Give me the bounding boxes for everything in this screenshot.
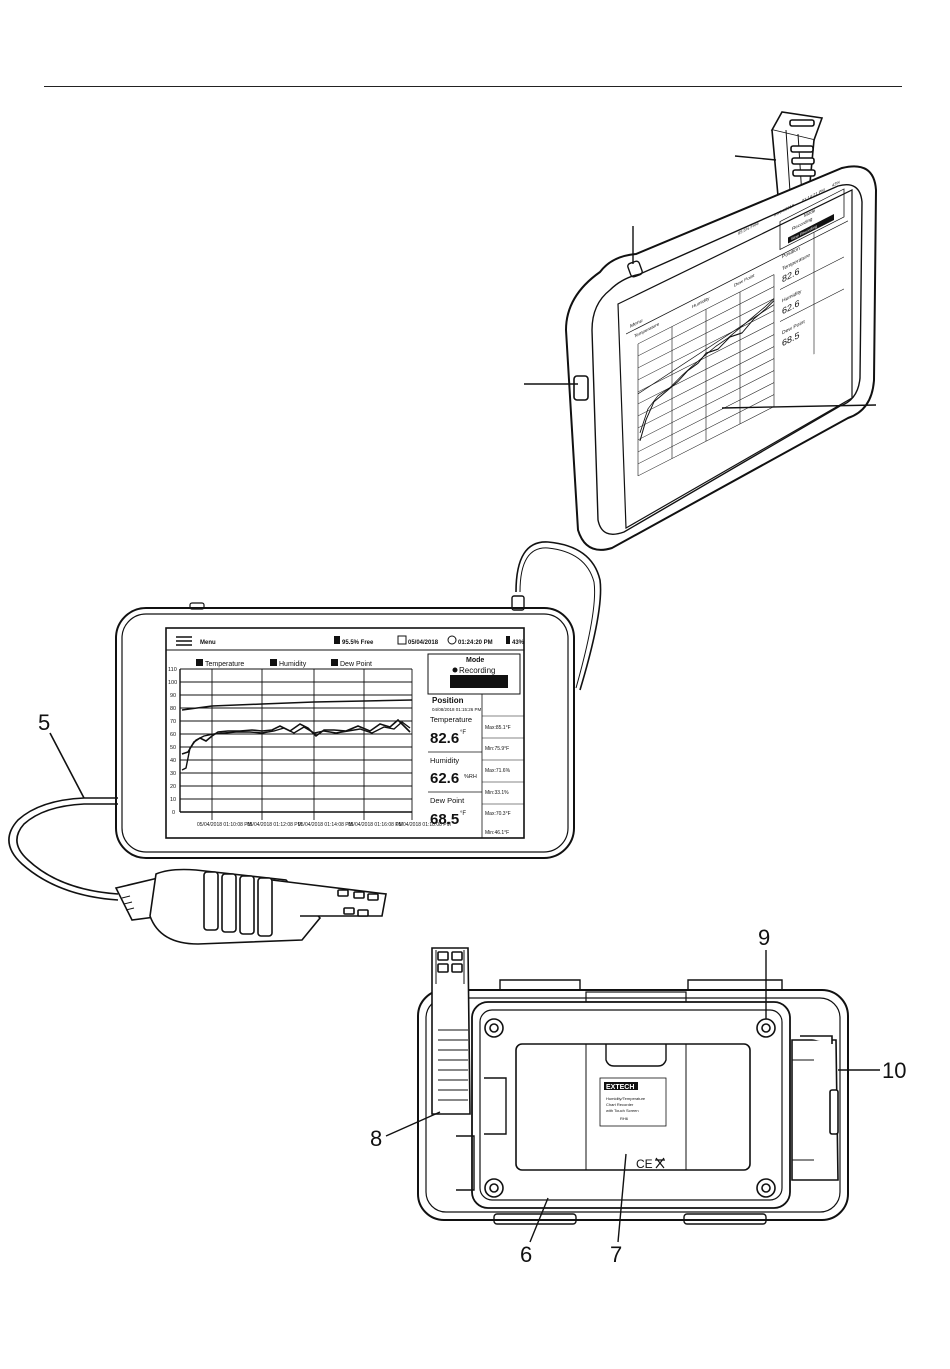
front-max-dew: Max:70.3°F xyxy=(485,811,511,817)
back-probe xyxy=(431,947,471,1115)
front-hum-value: 62.6 xyxy=(430,770,459,787)
callout-8: 8 xyxy=(370,1126,382,1151)
front-legend-temp: Temperature xyxy=(205,661,244,668)
battery-cover xyxy=(515,1043,751,1171)
back-device: EXTECH Humidity/Temperature Chart Record… xyxy=(385,947,880,1243)
ce-mark: CE xyxy=(636,1157,653,1171)
tilted-device: Menu 95.5% Free 05/04/2018 01:14:21 PM 4… xyxy=(515,111,878,691)
front-min-temp: Min:75.9°F xyxy=(485,746,509,752)
front-mode-title: Mode xyxy=(466,657,484,664)
front-hum-unit: %RH xyxy=(464,774,477,780)
front-dewpoint-line xyxy=(181,721,411,771)
y-tick: 0 xyxy=(172,810,175,816)
callout-9: 9 xyxy=(758,925,770,950)
callout-10: 10 xyxy=(882,1058,906,1083)
y-tick: 90 xyxy=(170,693,176,699)
y-tick: 30 xyxy=(170,771,176,777)
y-tick: 20 xyxy=(170,784,176,790)
back-screws xyxy=(484,1018,776,1198)
front-dew-label: Dew Point xyxy=(430,796,465,805)
tilted-battery: 43% xyxy=(832,179,840,188)
front-temp-label: Temperature xyxy=(430,715,472,724)
front-min-hum: Min:33.1% xyxy=(485,790,509,796)
y-tick: 70 xyxy=(170,719,176,725)
y-tick: 100 xyxy=(168,680,177,686)
front-storage: 95.5% Free xyxy=(342,640,374,646)
front-legend-hum: Humidity xyxy=(279,661,307,668)
front-chart-grid xyxy=(179,668,413,820)
front-temp-unit: °F xyxy=(460,730,466,736)
front-stop-button xyxy=(450,675,508,688)
front-dew-value: 68.5 xyxy=(430,811,459,828)
y-tick: 10 xyxy=(170,797,176,803)
y-tick: 40 xyxy=(170,758,176,764)
y-tick: 110 xyxy=(168,667,177,673)
front-date: 05/04/2018 xyxy=(408,640,439,646)
front-probe xyxy=(114,868,387,945)
front-mode-status: Recording xyxy=(459,666,495,675)
front-dew-unit: °F xyxy=(460,811,466,817)
front-hum-label: Humidity xyxy=(430,756,459,765)
kickstand xyxy=(791,1035,839,1181)
product-label xyxy=(599,1077,667,1127)
y-tick: 50 xyxy=(170,745,176,751)
label-line3: with Touch Screen xyxy=(606,1108,639,1113)
front-menu: Menu xyxy=(200,640,216,646)
probe-cable xyxy=(8,732,119,901)
x-tick: 05/04/2018 01:18:08 PM xyxy=(396,822,451,828)
x-tick: 05/04/2018 01:14:08 PM xyxy=(298,822,353,828)
label-line1: Humidity/Temperature xyxy=(606,1096,646,1101)
tilted-mode-title: Mode xyxy=(804,208,816,220)
tilted-side-port xyxy=(573,375,589,401)
callout-6: 6 xyxy=(520,1242,532,1267)
front-position-title: Position xyxy=(432,696,464,705)
x-tick: 05/04/2018 01:12:08 PM xyxy=(247,822,302,828)
label-line2: Chart Recorder xyxy=(606,1102,634,1107)
front-min-dew: Min:46.1°F xyxy=(485,830,509,836)
label-model: RH6 xyxy=(620,1116,629,1121)
label-brand: EXTECH xyxy=(606,1084,634,1091)
x-tick: 05/04/2018 01:16:08 PM xyxy=(348,822,403,828)
front-max-hum: Max:71.6% xyxy=(485,768,511,774)
callout-7: 7 xyxy=(610,1242,622,1267)
x-tick: 05/04/2018 01:10:08 PM xyxy=(197,822,252,828)
front-y-ticks: 110 100 90 80 70 60 50 40 30 20 10 0 xyxy=(168,667,177,816)
front-position-value: 04/08/2018 01:15:26 PM xyxy=(432,707,482,712)
callout-numbers: 5 6 7 8 9 10 xyxy=(38,710,906,1267)
callout-5: 5 xyxy=(38,710,50,735)
front-device: Menu 95.5% Free 05/04/2018 01:24:20 PM 4… xyxy=(115,595,575,859)
front-mode-box xyxy=(427,653,521,695)
front-legend-dew: Dew Point xyxy=(340,661,372,668)
weee-icon xyxy=(655,1157,665,1169)
front-time: 01:24:20 PM xyxy=(458,640,493,646)
front-temperature-line xyxy=(181,699,413,711)
back-plate xyxy=(471,1001,791,1209)
front-temp-value: 82.6 xyxy=(430,730,459,747)
front-battery: 43% xyxy=(512,640,525,646)
y-tick: 80 xyxy=(170,706,176,712)
tilted-screen xyxy=(617,189,853,530)
y-tick: 60 xyxy=(170,732,176,738)
top-rule xyxy=(44,86,902,87)
front-max-temp: Max:85.1°F xyxy=(485,725,511,731)
